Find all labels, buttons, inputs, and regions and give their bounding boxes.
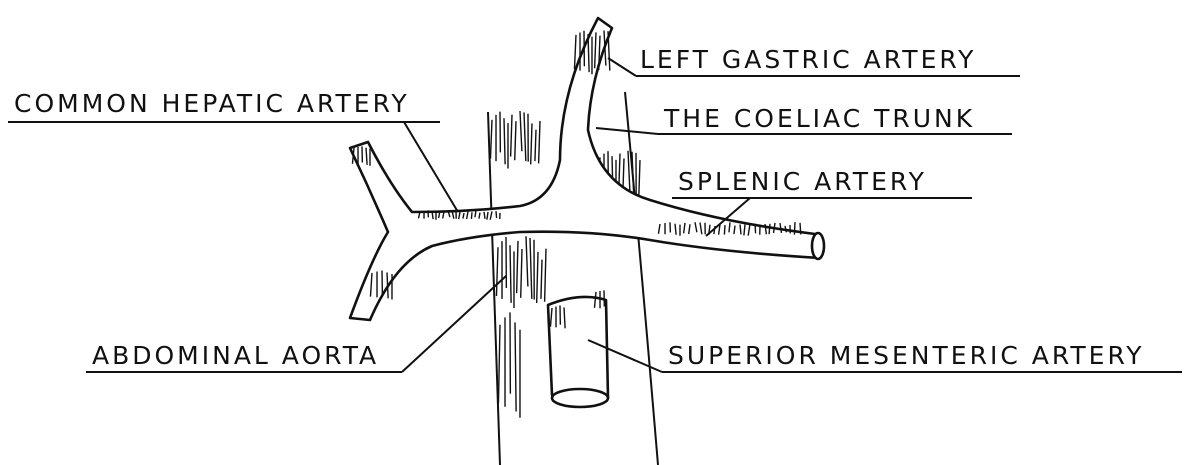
aorta-right-wall: [625, 92, 658, 465]
label-left-gastric-artery: LEFT GASTRIC ARTERY: [608, 45, 1020, 76]
hatch-stroke: [794, 222, 795, 235]
common-hepatic-artery-leader: [404, 122, 458, 212]
hatch-stroke: [539, 121, 540, 163]
aorta-left-wall: [488, 112, 500, 465]
hatch-stroke: [517, 241, 518, 293]
hatch-stroke: [521, 249, 522, 298]
abdominal-aorta-label: ABDOMINAL AORTA: [92, 341, 379, 370]
hatch-stroke: [800, 223, 801, 235]
hatch-stroke: [724, 225, 725, 235]
hatch-stroke: [541, 260, 542, 299]
hatch-stroke: [526, 236, 528, 286]
superior-mesenteric-artery-label: SUPERIOR MESENTERIC ARTERY: [668, 341, 1145, 370]
common-hepatic-artery-label: COMMON HEPATIC ARTERY: [14, 89, 410, 118]
hatch-stroke: [574, 35, 576, 69]
hatch-stroke: [504, 118, 505, 164]
hatch-stroke: [496, 247, 498, 296]
label-coeliac-trunk: THE COELIAC TRUNK: [596, 104, 1012, 134]
label-splenic-artery: SPLENIC ARTERY: [672, 167, 972, 236]
hatch-stroke: [524, 112, 526, 161]
hatch-stroke: [537, 252, 538, 303]
hatch-stroke: [471, 212, 472, 219]
left-gastric-artery-leader: [608, 58, 636, 76]
splenic-artery-end: [812, 233, 824, 259]
label-abdominal-aorta: ABDOMINAL AORTA: [86, 276, 506, 372]
left-gastric-artery-label: LEFT GASTRIC ARTERY: [640, 45, 976, 74]
hatch-stroke: [531, 123, 532, 164]
hatch-stroke: [496, 211, 497, 218]
hatch-stroke: [755, 224, 756, 234]
hatch-stroke: [515, 322, 516, 411]
hatch-stroke: [628, 151, 630, 191]
coeliac-trunk-label: THE COELIAC TRUNK: [663, 104, 975, 133]
coeliac-trunk-leader: [596, 128, 658, 134]
hatch-stroke: [511, 115, 512, 157]
hatch-stroke: [515, 121, 516, 160]
abdominal-aorta-leader: [402, 276, 506, 372]
hatch-stroke: [498, 325, 500, 403]
hatch-stroke: [520, 111, 522, 151]
hatch-stroke: [510, 245, 511, 303]
superior-mesenteric-artery-drawing: [548, 290, 608, 407]
hatch-stroke: [530, 238, 532, 299]
hatch-stroke: [490, 120, 492, 159]
hatch-stroke: [535, 130, 536, 161]
hatch-stroke: [769, 224, 770, 234]
splenic-artery-label: SPLENIC ARTERY: [678, 167, 927, 196]
sma-opening: [552, 389, 608, 407]
label-superior-mesenteric-artery: SUPERIOR MESENTERIC ARTERY: [588, 340, 1182, 372]
hatch-stroke: [545, 249, 546, 302]
